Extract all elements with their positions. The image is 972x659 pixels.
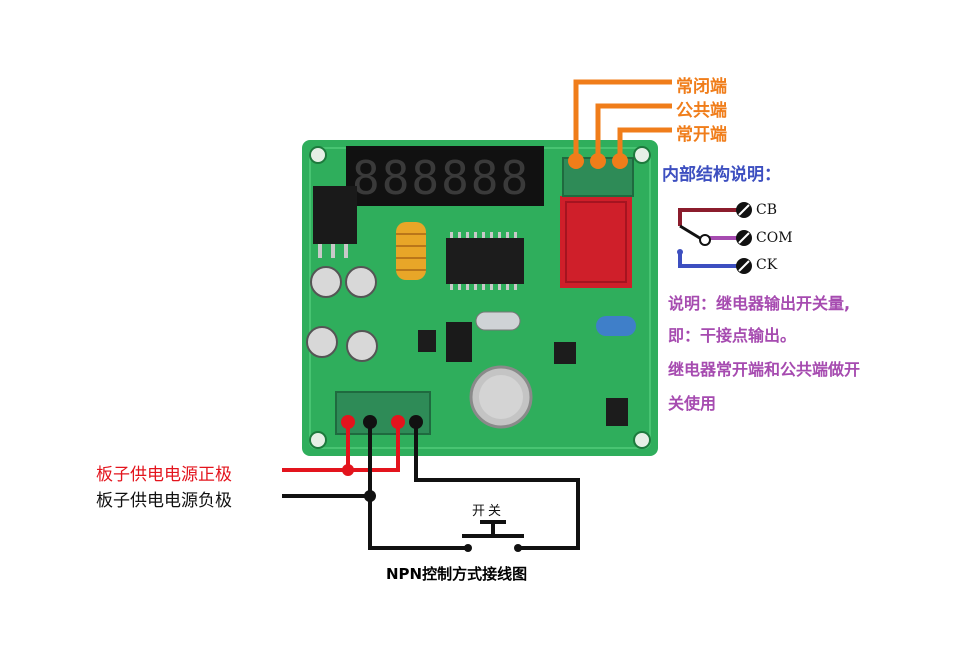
terminal-screw: [736, 202, 752, 274]
common-terminal-label: 公共端: [676, 101, 727, 121]
note-line-3: 继电器常开端和公共端做开: [668, 360, 861, 379]
power-wires: [282, 415, 580, 550]
mounting-hole: [309, 431, 327, 449]
mounting-hole: [633, 146, 651, 164]
seven-segment-display: [346, 146, 544, 206]
inductor-coil: [396, 222, 426, 280]
small-chip: [606, 398, 628, 426]
diagram-caption: NPN控制方式接线图: [386, 565, 528, 583]
ck-label: CK: [756, 257, 778, 273]
power-positive-label: 板子供电电源正极: [96, 465, 232, 485]
small-chip: [554, 342, 576, 364]
cb-label: CB: [756, 202, 777, 218]
pcb-board: 888888: [302, 140, 658, 456]
power-negative-label: 板子供电电源负极: [96, 491, 232, 511]
mounting-hole: [309, 146, 327, 164]
note-line-4: 关使用: [668, 394, 717, 413]
switch-label: 开关: [472, 504, 505, 519]
relay-wires: [573, 79, 672, 158]
voltage-regulator: [313, 186, 357, 244]
display-digits: 888888: [352, 151, 530, 205]
capacitor: [306, 266, 378, 362]
push-switch: [462, 520, 524, 552]
note-line-2: 即：干接点输出。: [668, 326, 797, 345]
blue-capacitor: [596, 316, 636, 336]
small-chip: [418, 330, 436, 352]
relay: [560, 196, 632, 288]
nc-terminal-label: 常闭端: [676, 77, 727, 97]
no-terminal-label: 常开端: [676, 125, 727, 145]
main-chip: [446, 238, 524, 284]
note-line-1: 说明：继电器输出开关量,: [668, 294, 851, 313]
mounting-hole: [633, 431, 651, 449]
crystal: [475, 311, 521, 331]
pin-header: [446, 322, 472, 362]
internal-structure-title: 内部结构说明：: [662, 165, 781, 185]
relay-schematic: [677, 202, 752, 274]
com-label: COM: [756, 230, 793, 246]
